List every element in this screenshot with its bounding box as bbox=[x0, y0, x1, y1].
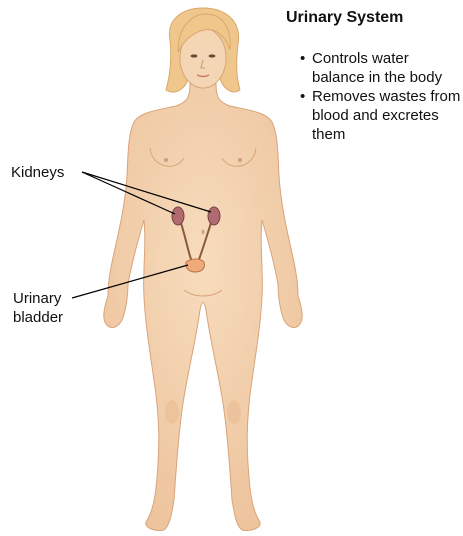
kidneys-label: Kidneys bbox=[11, 163, 64, 182]
function-item: • Removes wastes from blood and excretes… bbox=[300, 87, 463, 144]
left-knee bbox=[165, 400, 179, 424]
left-kidney bbox=[172, 207, 184, 225]
bullet-dot: • bbox=[300, 87, 305, 106]
body-silhouette bbox=[104, 84, 302, 531]
left-nipple bbox=[164, 158, 168, 162]
navel bbox=[202, 230, 205, 235]
right-eye bbox=[209, 54, 216, 57]
function-list: • Controls water balance in the body • R… bbox=[300, 49, 463, 144]
urinary-bladder bbox=[186, 259, 205, 272]
function-item: • Controls water balance in the body bbox=[300, 49, 463, 87]
right-kidney bbox=[208, 207, 220, 225]
function-text: Removes wastes from blood and excretes t… bbox=[312, 87, 462, 144]
urinary-bladder-label: Urinary bladder bbox=[13, 289, 85, 327]
function-text: Controls water balance in the body bbox=[312, 49, 462, 87]
bullet-dot: • bbox=[300, 49, 305, 68]
diagram-title: Urinary System bbox=[286, 8, 403, 28]
right-knee bbox=[227, 400, 241, 424]
right-nipple bbox=[238, 158, 242, 162]
left-eye bbox=[191, 54, 198, 57]
